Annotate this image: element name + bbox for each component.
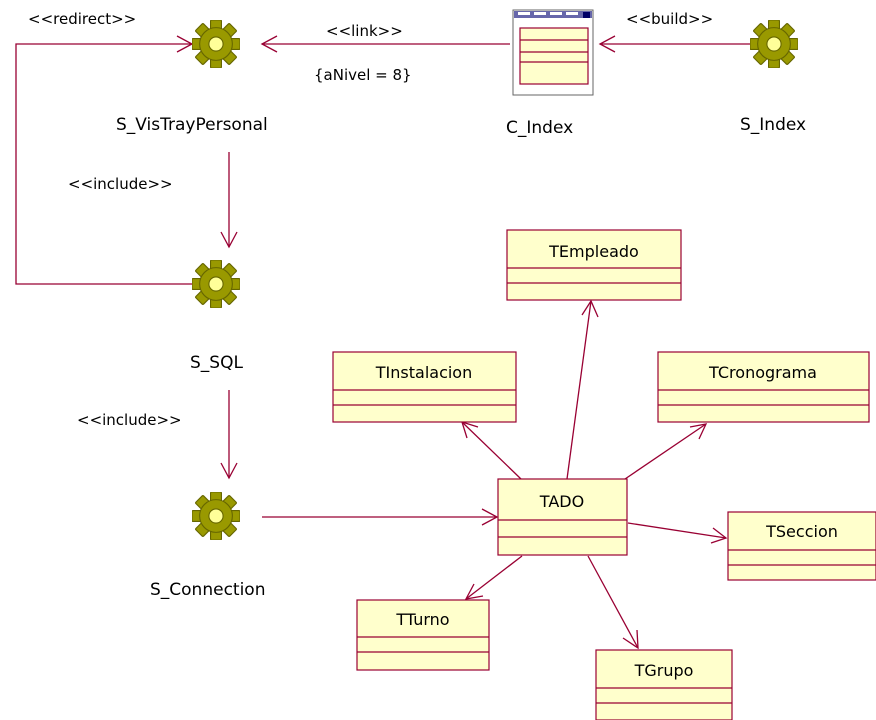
redirect-arrow <box>15 35 194 285</box>
gear-icon <box>192 260 240 308</box>
link-param-label: {aNivel = 8} <box>314 66 412 84</box>
tado-tturno-arrow <box>464 555 523 600</box>
build-label: <<build>> <box>626 10 713 28</box>
server-s-connection[interactable]: S_Connection <box>150 492 265 600</box>
server-name: S_Connection <box>150 580 265 600</box>
client-page-name: C_Index <box>506 118 573 138</box>
client-page-c-index[interactable]: C_Index <box>506 9 594 138</box>
link-label: <<link>> <box>326 22 403 40</box>
include-connection-label: <<include>> <box>77 411 182 429</box>
server-s-vistraypersonal[interactable]: S_VisTrayPersonal <box>116 20 268 135</box>
include-sql-label: <<include>> <box>68 175 173 193</box>
redirect-label: <<redirect>> <box>28 10 136 28</box>
relationship-lines <box>15 35 750 650</box>
tado-tcronograma-arrow <box>624 423 708 480</box>
class-name: TCronograma <box>708 363 817 382</box>
connection-tado-arrow <box>262 508 499 526</box>
class-tado[interactable]: TADO <box>497 478 628 556</box>
class-name: TEmpleado <box>548 242 639 261</box>
class-name: TSeccion <box>765 522 838 541</box>
class-name: TGrupo <box>634 661 694 680</box>
server-s-index[interactable]: S_Index <box>740 20 806 135</box>
class-tgrupo[interactable]: TGrupo <box>595 649 733 720</box>
gear-icon <box>750 20 798 68</box>
tado-templeado-arrow <box>566 299 599 480</box>
server-name: S_SQL <box>190 353 243 373</box>
client-page-icon <box>512 9 594 96</box>
server-s-sql[interactable]: S_SQL <box>190 260 243 373</box>
tado-tinstalacion-arrow <box>461 421 522 480</box>
include-sql-arrow <box>220 152 238 249</box>
class-tseccion[interactable]: TSeccion <box>727 511 876 581</box>
tado-tgrupo-arrow <box>587 555 639 650</box>
server-name: S_Index <box>740 115 806 135</box>
gear-icon <box>192 20 240 68</box>
server-name: S_VisTrayPersonal <box>116 115 268 135</box>
tado-tseccion-arrow <box>627 522 728 544</box>
class-tinstalacion[interactable]: TInstalacion <box>332 351 517 423</box>
class-tturno[interactable]: TTurno <box>356 599 490 671</box>
class-name: TADO <box>539 492 584 511</box>
link-arrow <box>260 35 510 53</box>
class-name: TInstalacion <box>375 363 472 382</box>
class-name: TTurno <box>395 610 449 629</box>
class-tcronograma[interactable]: TCronograma <box>657 351 870 423</box>
build-arrow <box>598 35 750 53</box>
class-templeado[interactable]: TEmpleado <box>506 229 682 301</box>
include-connection-arrow <box>220 390 238 480</box>
gear-icon <box>192 492 240 540</box>
